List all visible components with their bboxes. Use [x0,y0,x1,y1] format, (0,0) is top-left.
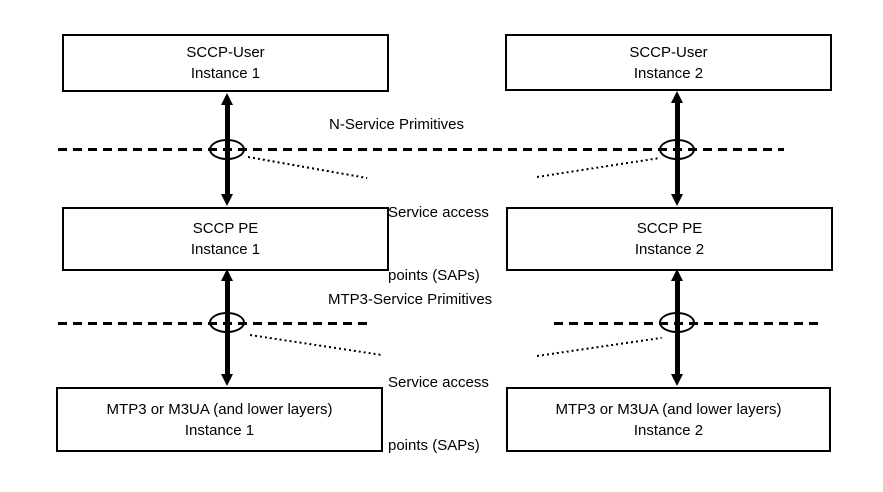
box-sccp-user-instance-2: SCCP-User Instance 2 [505,34,832,91]
sap-ellipse-n-service-instance-2 [659,139,695,160]
box-label-line2: Instance 1 [190,241,261,258]
box-label-line1: SCCP-User [629,43,708,61]
label-sap-top-line2: points (SAPs) [388,267,480,284]
dashed-line-n-sap-boundary [58,148,784,151]
box-label-line2: Instance 2 [633,64,704,82]
label-sap-bottom-line1: Service access [388,374,489,391]
leader-line-sap-top-right [536,156,661,178]
arrowhead-down-icon [221,374,233,386]
box-sccp-pe-instance-2: SCCP PE Instance 2 [506,207,833,271]
box-label-line2: Instance 1 [184,421,255,439]
box-label-line1: MTP3 or M3UA (and lower layers) [555,400,782,418]
box-mtp3-instance-1: MTP3 or M3UA (and lower layers) Instance… [56,387,383,452]
box-label-line1: SCCP PE [192,220,259,237]
label-sap-top: Service access points (SAPs) [388,160,489,328]
arrowhead-down-icon [671,374,683,386]
box-label-line1: SCCP-User [186,44,265,61]
sap-ellipse-mtp3-service-instance-2 [659,312,695,333]
arrowhead-up-icon [221,93,233,105]
sap-ellipse-mtp3-service-instance-1 [209,312,245,333]
leader-line-sap-bottom-left [249,334,384,357]
arrowhead-up-icon [221,269,233,281]
leader-line-sap-bottom-right [536,336,662,357]
arrowhead-up-icon [671,91,683,103]
box-label-line1: MTP3 or M3UA (and lower layers) [106,400,333,418]
box-sccp-pe-instance-1: SCCP PE Instance 1 [62,207,389,271]
label-sap-bottom: Service access points (SAPs) [388,330,489,492]
leader-line-sap-top-left [247,156,368,179]
box-label-line2: Instance 1 [190,65,261,82]
box-label-line2: Instance 2 [633,421,704,439]
box-mtp3-instance-2: MTP3 or M3UA (and lower layers) Instance… [506,387,831,452]
arrowhead-down-icon [671,194,683,206]
label-sap-top-line1: Service access [388,204,489,221]
sap-ellipse-n-service-instance-1 [209,139,245,160]
box-sccp-user-instance-1: SCCP-User Instance 1 [62,34,389,92]
label-mtp3-service-primitives: MTP3-Service Primitives [328,291,493,308]
label-sap-bottom-line2: points (SAPs) [388,437,480,454]
arrowhead-down-icon [221,194,233,206]
arrowhead-up-icon [671,269,683,281]
box-label-line2: Instance 2 [634,241,705,258]
label-n-service-primitives: N-Service Primitives [329,116,465,133]
box-label-line1: SCCP PE [636,220,703,237]
